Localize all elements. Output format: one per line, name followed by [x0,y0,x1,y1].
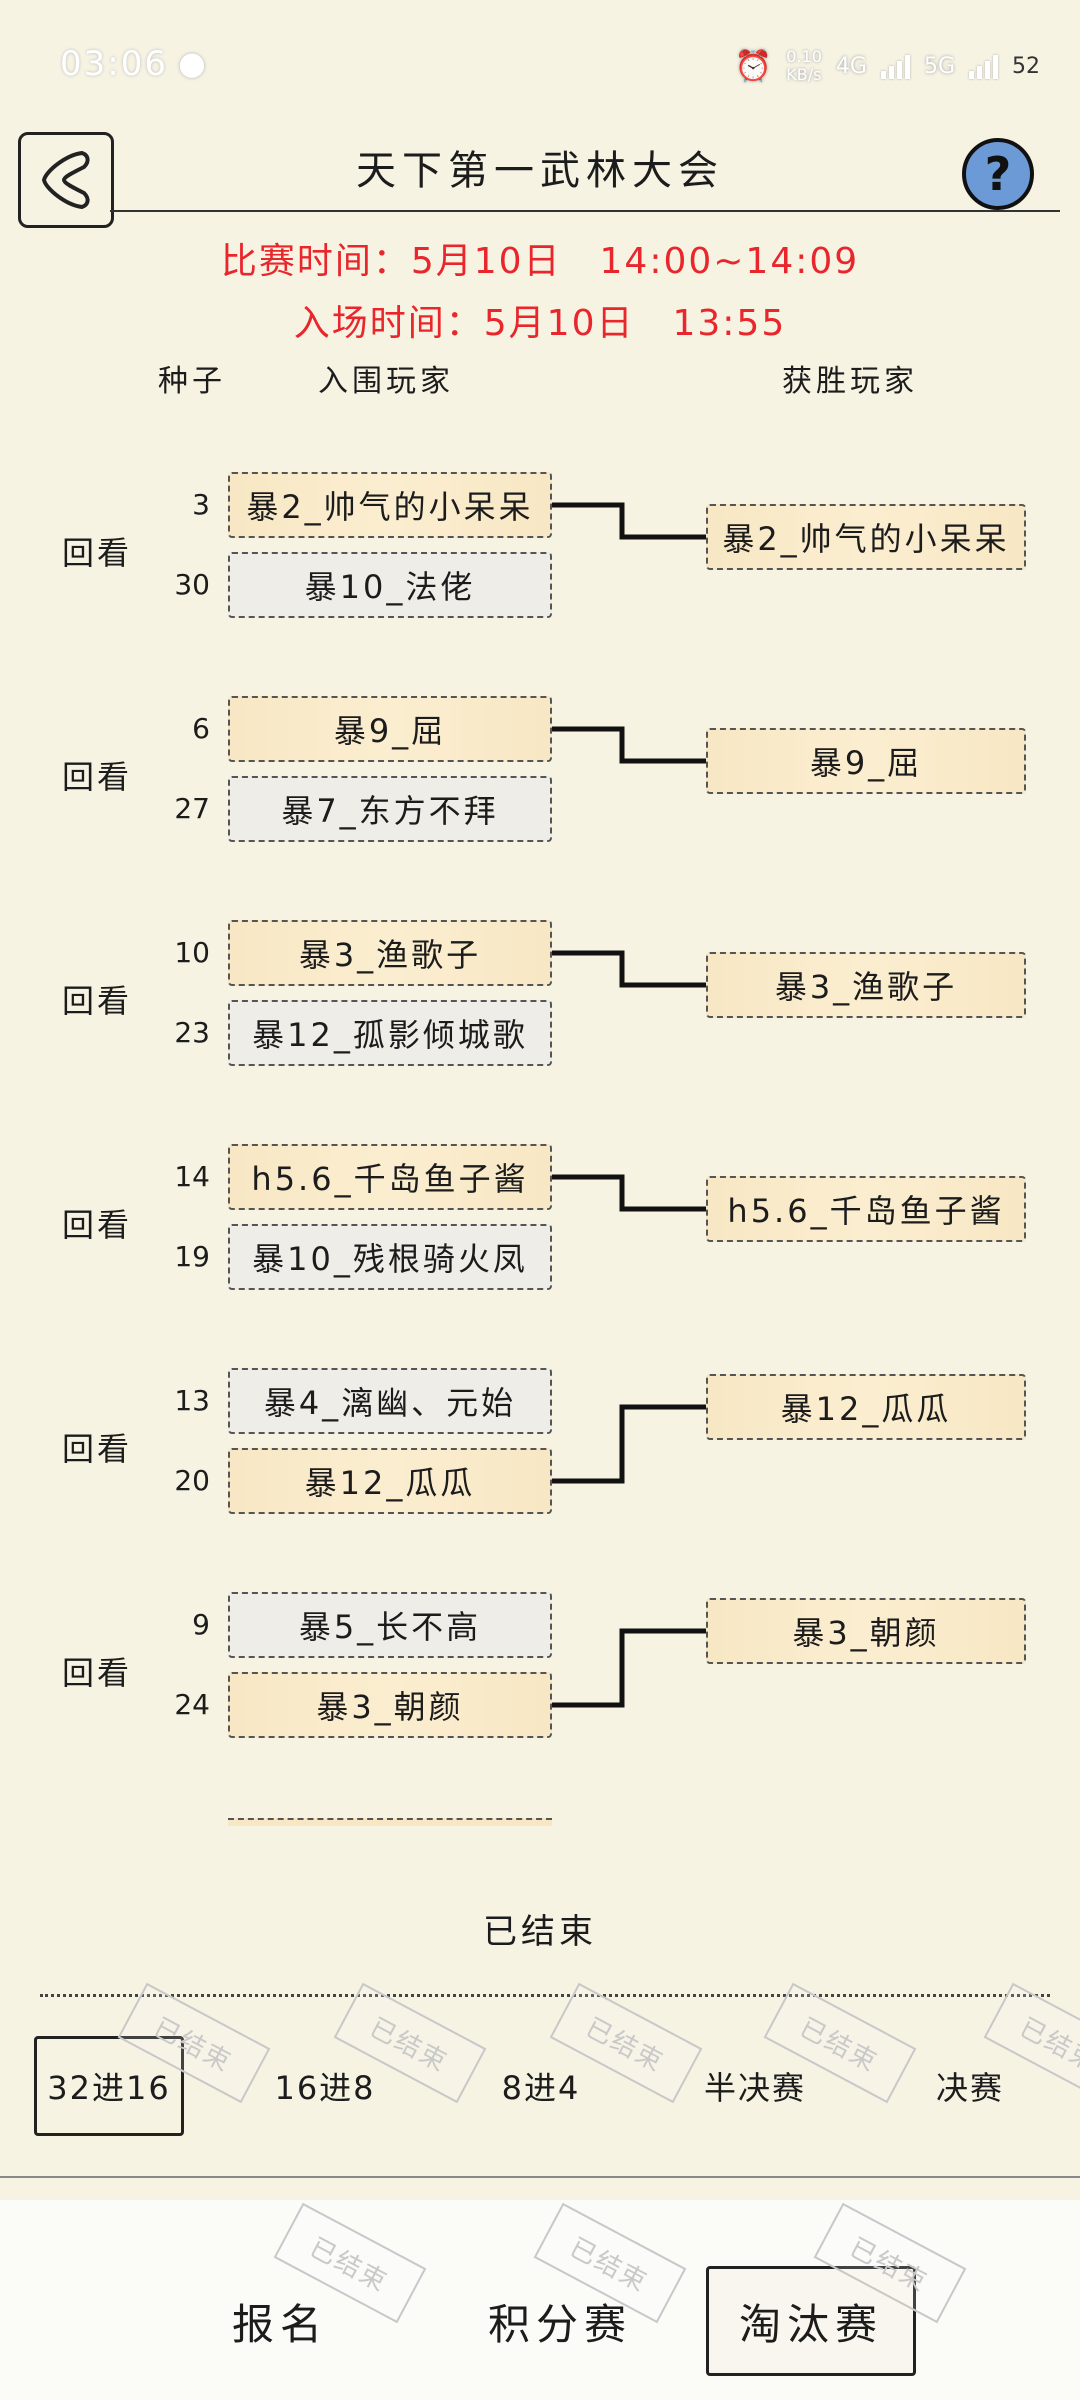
player-box[interactable]: 暴9_屈 [228,696,552,762]
seed-number: 3 [192,488,210,521]
replay-button[interactable]: 回看 [62,1430,133,1468]
replay-button[interactable]: 回看 [62,1654,133,1692]
player-box[interactable]: h5.6_千岛鱼子酱 [228,1144,552,1210]
bracket-connector [552,1404,706,1484]
ended-status: 已结束 [483,1912,597,1952]
signal-icon-2 [969,53,998,79]
player-box[interactable]: 暴2_帅气的小呆呆 [228,472,552,538]
bottom-tab[interactable]: 淘汰赛 [706,2266,916,2376]
seed-number: 23 [174,1016,210,1049]
seed-number: 19 [174,1240,210,1273]
round-tab[interactable]: 32进16 [34,2036,184,2136]
bracket-connector [552,950,706,988]
player-box[interactable]: 暴5_长不高 [228,1592,552,1658]
bottom-tab[interactable]: 积分赛 [487,2299,632,2349]
player-box[interactable]: 暴10_残根骑火凤 [228,1224,552,1290]
status-icons: ⏰ 0.10 KB/s 4G 5G 52 [735,48,1040,84]
alarm-icon: ⏰ [734,48,773,84]
seed-number: 24 [174,1688,210,1721]
header-divider [110,210,1060,212]
winner-box[interactable]: 暴3_朝颜 [706,1598,1026,1664]
replay-button[interactable]: 回看 [62,758,133,796]
net-speed-unit: KB/s [786,65,822,84]
qualified-column-header: 入围玩家 [318,364,454,399]
replay-button[interactable]: 回看 [62,982,133,1020]
player-box[interactable]: 暴12_瓜瓜 [228,1448,552,1514]
round-tab[interactable]: 16进8 [274,2069,376,2107]
round-tabs-divider [40,1994,1050,1997]
seed-number: 14 [174,1160,210,1193]
seed-number: 9 [192,1608,210,1641]
notification-icon: ● [178,44,206,82]
bottom-tab[interactable]: 报名 [231,2299,328,2349]
player-box[interactable]: 暴3_渔歌子 [228,920,552,986]
partial-player-box [228,1818,552,1826]
back-chevron-icon [41,150,90,210]
bracket-connector [552,502,706,540]
seed-number: 30 [174,568,210,601]
winner-column-header: 获胜玩家 [782,364,918,399]
network-type-1: 4G [835,53,867,79]
battery-level: 52 [1012,53,1040,79]
seed-number: 10 [174,936,210,969]
question-mark-icon: ? [984,147,1012,201]
player-box[interactable]: 暴4_漓幽、元始 [228,1368,552,1434]
back-button[interactable] [18,132,114,228]
player-box[interactable]: 暴10_法佬 [228,552,552,618]
winner-box[interactable]: 暴2_帅气的小呆呆 [706,504,1026,570]
match-time: 比赛时间：5月10日 14:00~14:09 [220,241,860,282]
winner-box[interactable]: h5.6_千岛鱼子酱 [706,1176,1026,1242]
page-title: 天下第一武林大会 [356,148,724,194]
winner-box[interactable]: 暴9_屈 [706,728,1026,794]
replay-button[interactable]: 回看 [62,534,133,572]
round-tab[interactable]: 8进4 [501,2069,581,2107]
player-box[interactable]: 暴3_朝颜 [228,1672,552,1738]
status-time: 03:06 [60,44,168,84]
seed-number: 27 [174,792,210,825]
status-bar: 03:06 ● ⏰ 0.10 KB/s 4G 5G 52 [0,0,1080,120]
bottom-divider [0,2176,1080,2178]
winner-box[interactable]: 暴3_渔歌子 [706,952,1026,1018]
replay-button[interactable]: 回看 [62,1206,133,1244]
seed-column-header: 种子 [158,364,226,399]
seed-number: 20 [174,1464,210,1497]
round-tab[interactable]: 决赛 [935,2069,1004,2107]
bracket-connector [552,726,706,764]
entry-time: 入场时间：5月10日 13:55 [293,303,787,344]
net-speed-value: 0.10 [786,47,822,66]
help-button[interactable]: ? [962,138,1034,210]
player-box[interactable]: 暴12_孤影倾城歌 [228,1000,552,1066]
player-box[interactable]: 暴7_东方不拜 [228,776,552,842]
network-type-2: 5G [923,53,955,79]
bracket-connector [552,1628,706,1708]
signal-icon-1 [880,53,910,79]
seed-number: 13 [174,1384,210,1417]
winner-box[interactable]: 暴12_瓜瓜 [706,1374,1026,1440]
seed-number: 6 [192,712,210,745]
round-tab[interactable]: 半决赛 [703,2069,806,2107]
bracket-connector [552,1174,706,1212]
